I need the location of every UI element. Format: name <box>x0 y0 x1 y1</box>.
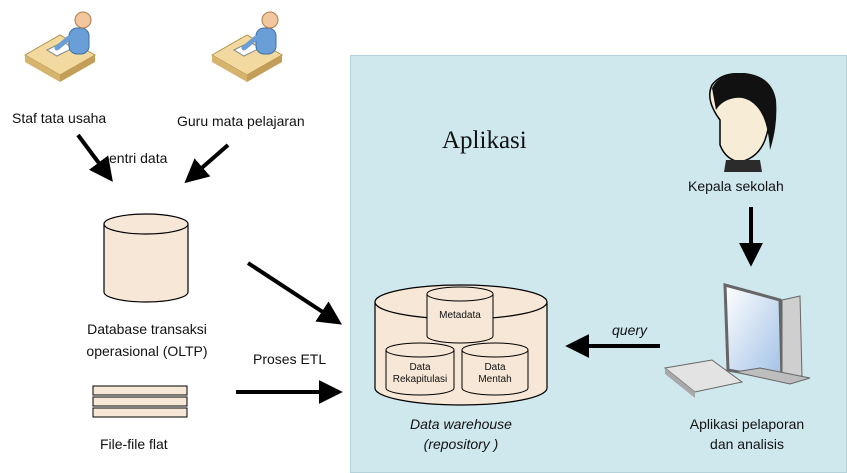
raw-label-line2: Mentah <box>478 374 512 385</box>
reporting-label-line2: dan analisis <box>710 436 784 452</box>
raw-label-line1: Data <box>484 362 506 373</box>
computer-workstation-icon <box>663 283 811 398</box>
reporting-label-line1: Aplikasi pelaporan <box>689 416 805 432</box>
data-warehouse-label: Data warehouse (repository ) <box>376 414 546 454</box>
clerk-at-desk-icon <box>210 11 284 82</box>
recap-data-label: Data Rekapitulasi <box>384 362 456 386</box>
warehouse-label-line2: (repository ) <box>423 436 499 452</box>
principal-label: Kepala sekolah <box>688 178 784 194</box>
etl-flow-label: Proses ETL <box>253 351 327 367</box>
recap-label-line2: Rekapitulasi <box>392 374 448 385</box>
oltp-database-label: Database transaksi operasional (OLTP) <box>62 318 232 362</box>
reporting-app-label: Aplikasi pelaporan dan analisis <box>662 414 832 454</box>
recap-label-line1: Data <box>409 362 431 373</box>
query-flow-label: query <box>612 322 648 338</box>
region-title: Aplikasi <box>442 127 527 154</box>
recap-data-cylinder <box>385 342 455 396</box>
oltp-label-line2: operasional (OLTP) <box>86 343 208 359</box>
arrows <box>76 133 763 404</box>
clerk-at-desk-icon <box>23 11 97 82</box>
raw-data-label: Data Mentah <box>462 362 528 386</box>
teacher-label: Guru mata pelajaran <box>177 113 305 129</box>
db-etl-arrow <box>246 261 343 325</box>
staff-entry-arrow <box>76 133 113 182</box>
metadata-label: Metadata <box>439 310 481 321</box>
cylinder-database-icon <box>103 213 189 303</box>
warehouse-label-line1: Data warehouse <box>410 416 512 432</box>
flat-file-stack-icon <box>92 385 188 418</box>
entry-flow-label: entri data <box>109 150 168 166</box>
raw-data-cylinder <box>461 342 529 396</box>
person-head-icon <box>709 72 777 172</box>
metadata-cylinder <box>426 286 494 344</box>
teacher-entry-arrow <box>184 143 230 184</box>
flat-files-label: File-file flat <box>100 436 168 452</box>
staff-label: Staf tata usaha <box>12 110 107 126</box>
oltp-label-line1: Database transaksi <box>87 321 207 337</box>
